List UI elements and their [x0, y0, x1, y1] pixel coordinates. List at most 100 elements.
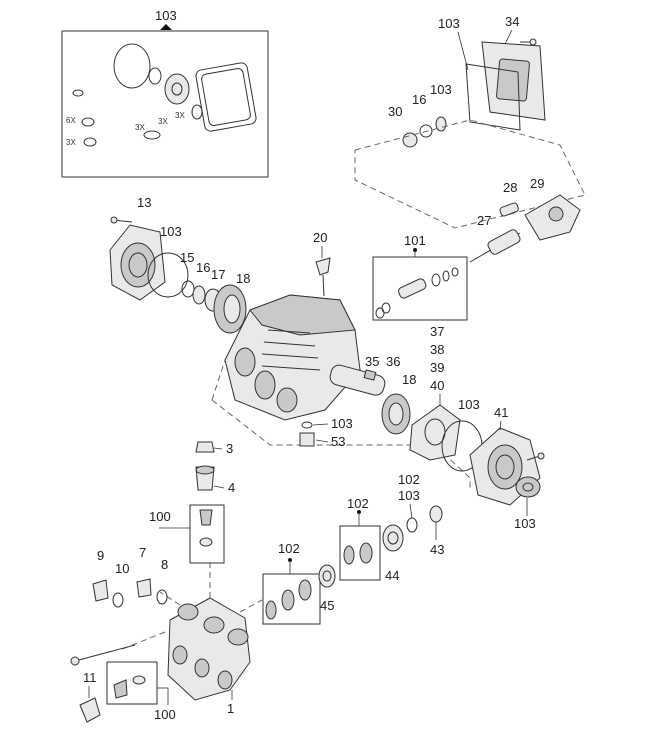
oil-filler-stem	[322, 274, 325, 297]
left-bolt-head	[110, 216, 118, 224]
crankcase	[211, 294, 471, 488]
callout-102-mid: 102	[347, 496, 369, 511]
cover-ring-16	[419, 124, 433, 138]
callout-15: 15	[180, 250, 194, 265]
seal-kit-102-left: 102	[262, 541, 321, 625]
callout-35: 35	[365, 354, 379, 369]
leader-103-cover	[457, 31, 469, 71]
leader-34	[504, 29, 513, 45]
crankcase-port-2	[254, 370, 276, 400]
left-oring-103	[147, 252, 189, 298]
shaft-seal-103	[515, 476, 541, 498]
leader-4	[213, 485, 225, 489]
valve-seat	[199, 537, 213, 547]
callout-45: 45	[320, 598, 334, 613]
ring-10	[112, 592, 124, 608]
kit-101-sleeve	[398, 278, 427, 299]
callout-102-top: 102	[398, 472, 420, 487]
rod-cap-bore	[548, 206, 564, 222]
plug-7	[136, 578, 152, 598]
long-bolt-head	[70, 656, 80, 666]
flange-41-inner	[495, 454, 515, 480]
kit-ring-3	[83, 137, 97, 147]
oring-43	[429, 505, 443, 523]
valve-kit-100-bottom-frame	[106, 661, 158, 705]
kit-gasket-inner	[201, 68, 251, 126]
callout-16-cover: 16	[412, 92, 426, 107]
kit-102-mid-seal-b	[359, 542, 373, 564]
pin-28	[499, 202, 519, 217]
callout-28: 28	[503, 180, 517, 195]
callout-27: 27	[477, 213, 491, 228]
kit-oring-large	[113, 43, 151, 89]
cap-4-top	[195, 465, 215, 475]
callout-53: 53	[331, 434, 345, 449]
manifold-port-6	[217, 670, 233, 690]
leader-41	[499, 420, 502, 431]
leader-3	[213, 447, 223, 450]
rear-cover-window	[496, 58, 530, 102]
oring-103-mid	[406, 517, 418, 533]
callout-4: 4	[228, 480, 235, 495]
valve-spring-bottom	[113, 679, 128, 699]
flange-41-bore	[487, 444, 523, 490]
kit-qty-1: 6X	[66, 116, 76, 125]
cap-3	[195, 441, 215, 453]
drain-plug-53	[299, 432, 315, 447]
callout-103-mid: 103	[398, 488, 420, 503]
left-bearing-cover-group: 13 103 15 16 17 18	[109, 195, 250, 334]
callout-44: 44	[385, 568, 399, 583]
callout-103-cover: 103	[438, 16, 460, 31]
seal-kit-box: 103 6X 3X 3X 3X 3X	[61, 8, 269, 178]
shaft-key-35	[363, 369, 377, 381]
callout-103-gasket: 103	[458, 397, 480, 412]
callout-100-bottom: 100	[154, 707, 176, 722]
crankcase-top	[249, 294, 356, 336]
callout-40: 40	[430, 378, 444, 393]
kit-101-frame	[372, 256, 468, 321]
fin-1	[267, 329, 311, 334]
crankcase-port-1	[234, 347, 256, 377]
kit-box-label: 103	[155, 8, 177, 23]
shaft-seal-103-inner	[522, 482, 534, 492]
fin-2	[263, 341, 316, 347]
kit-101-ring-c	[451, 267, 459, 277]
callout-43: 43	[430, 542, 444, 557]
callout-10: 10	[115, 561, 129, 576]
callout-37: 37	[430, 324, 444, 339]
crankshaft	[329, 364, 386, 396]
manifold-port-3	[227, 628, 249, 646]
manifold-dash-2	[159, 591, 181, 606]
flange-bolt-head	[537, 452, 545, 460]
left-plugs: 9 10 7 8	[92, 545, 168, 608]
drain-plug: 103 53	[299, 416, 353, 449]
kit-qty-2: 3X	[66, 138, 76, 147]
kit-gasket	[195, 62, 257, 132]
fin-4	[261, 365, 321, 371]
kit-102-left-seal-b	[281, 589, 295, 611]
long-bolt	[70, 644, 136, 666]
seal-holder-44	[382, 524, 404, 552]
seal-holder-44-bore	[387, 531, 399, 545]
seal-kit-102-mid: 102	[339, 496, 381, 581]
cover-oring	[435, 116, 447, 132]
callout-41: 41	[494, 405, 508, 420]
callout-39: 39	[430, 360, 444, 375]
crankcase-port-3	[276, 387, 298, 413]
plug-9	[92, 579, 109, 602]
callout-7: 7	[139, 545, 146, 560]
valve-caps: 3 4	[195, 441, 235, 495]
crank-group: 28 29 27	[469, 176, 581, 263]
kit-101-ring-e	[375, 307, 385, 319]
cover-screw-head	[529, 38, 537, 46]
ring-8	[156, 589, 168, 605]
plunger-guide	[487, 229, 521, 255]
right-bearing-18-inner	[388, 402, 404, 426]
kit-box-pointer-icon	[160, 24, 172, 30]
callout-20: 20	[313, 230, 327, 245]
long-bolt-shaft	[74, 644, 136, 662]
callout-103-bottom: 103	[514, 516, 536, 531]
callout-1: 1	[227, 701, 234, 716]
callout-102-left: 102	[278, 541, 300, 556]
